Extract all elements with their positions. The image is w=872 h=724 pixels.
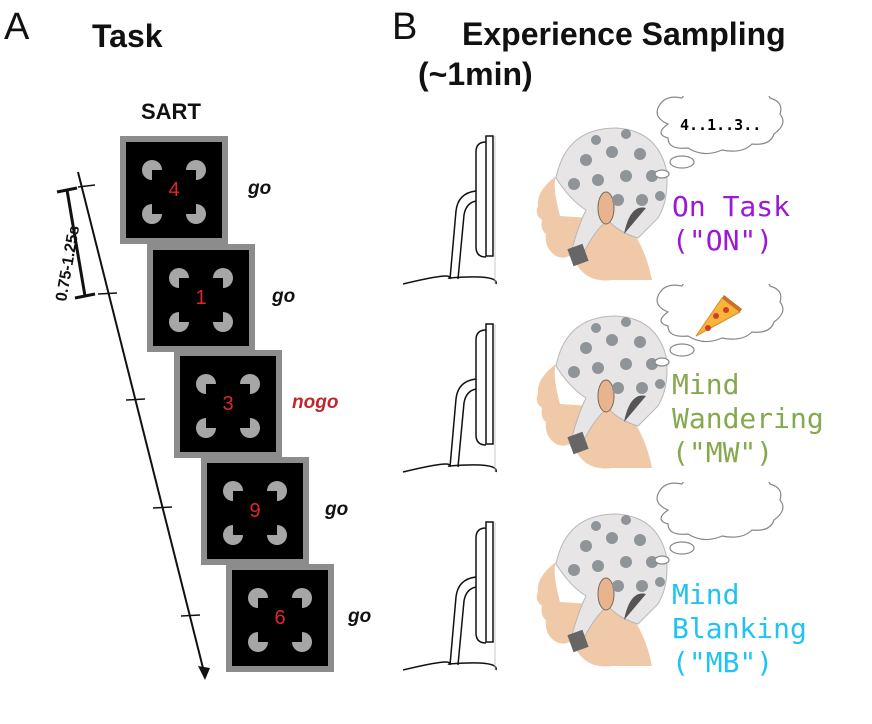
pacman-inducer (248, 632, 268, 652)
panel-b-title: Experience Sampling (462, 16, 786, 52)
head-with-eeg-cap-icon (536, 315, 668, 469)
panel-a-letter: A (4, 6, 30, 48)
stimulus-digit: 3 (222, 393, 234, 415)
tick-3 (125, 398, 146, 401)
state-illustration (402, 96, 784, 285)
pacman-inducer (196, 374, 216, 394)
pacman-inducer (169, 312, 189, 332)
panel-a-title: Task (92, 18, 163, 54)
thought-cloud-icon (654, 482, 784, 565)
pacman-inducer (186, 160, 206, 180)
pacman-inducer (213, 268, 233, 288)
state-label: On Task ("ON") (672, 190, 791, 257)
stimulus-digit: 4 (168, 179, 180, 201)
stimulus-trial: 1 (147, 244, 289, 352)
time-axis-arrowhead (198, 666, 210, 680)
inducer-shapes (248, 588, 312, 652)
time-axis: 0.75-1.25s (53, 171, 210, 680)
pacman-inducer (292, 632, 312, 652)
thought-cloud-icon (654, 284, 784, 367)
go-label: go (248, 178, 272, 199)
pizza-icon (695, 295, 742, 337)
tick-2 (97, 292, 118, 295)
stimulus-trial: 9 (201, 457, 343, 565)
stimulus-frame: 1 (147, 244, 255, 352)
monitor-icon (402, 521, 497, 671)
stimulus-frame: 4 (120, 136, 228, 244)
pacman-inducer (196, 418, 216, 438)
stimulus-digit: 6 (274, 607, 286, 629)
pacman-inducer (142, 204, 162, 224)
head-with-eeg-cap-icon (536, 513, 668, 667)
tick-5 (180, 614, 201, 617)
stimulus-frame: 9 (201, 457, 309, 565)
pacman-inducer (240, 374, 260, 394)
thought-text: 4..1..3.. (680, 116, 762, 134)
stimulus-frame: 3 (174, 350, 282, 458)
pacman-inducer (169, 268, 189, 288)
interval-bracket (56, 186, 96, 300)
stimulus-digit: 1 (195, 287, 207, 309)
monitor-icon (402, 323, 497, 473)
state-label: Mind Blanking ("MB") (672, 578, 807, 679)
pacman-inducer (186, 204, 206, 224)
go-label: go (348, 606, 372, 627)
sart-title: SART (141, 99, 201, 124)
state-label: Mind Wandering ("MW") (672, 368, 824, 469)
panel-b-letter: B (392, 6, 418, 48)
pacman-inducer (142, 160, 162, 180)
stimulus-trial: 3 (174, 350, 316, 458)
pacman-inducer (240, 418, 260, 438)
stimulus-trial: 4 (120, 136, 262, 244)
inducer-shapes (223, 481, 287, 545)
pacman-inducer (267, 481, 287, 501)
pacman-inducer (267, 525, 287, 545)
head-with-eeg-cap-icon (536, 127, 668, 281)
pacman-inducer (213, 312, 233, 332)
stimulus-trial: 6 (226, 564, 368, 672)
inducer-shapes (196, 374, 260, 438)
state-illustration (402, 482, 784, 671)
pacman-inducer (248, 588, 268, 608)
tick-4 (152, 506, 173, 509)
panel-b-subtitle: (~1min) (418, 56, 533, 92)
tick-1 (77, 184, 96, 188)
nogo-label: nogo (292, 392, 339, 413)
thought-cloud-icon (654, 96, 784, 179)
state-illustration (402, 284, 784, 473)
monitor-icon (402, 135, 497, 285)
inducer-shapes (142, 160, 206, 224)
go-label: go (325, 499, 349, 520)
pacman-inducer (292, 588, 312, 608)
go-label: go (272, 286, 296, 307)
stimulus-frame: 6 (226, 564, 334, 672)
inducer-shapes (169, 268, 233, 332)
time-axis-line (77, 171, 205, 673)
stimulus-digit: 9 (249, 500, 261, 522)
pacman-inducer (223, 481, 243, 501)
pacman-inducer (223, 525, 243, 545)
